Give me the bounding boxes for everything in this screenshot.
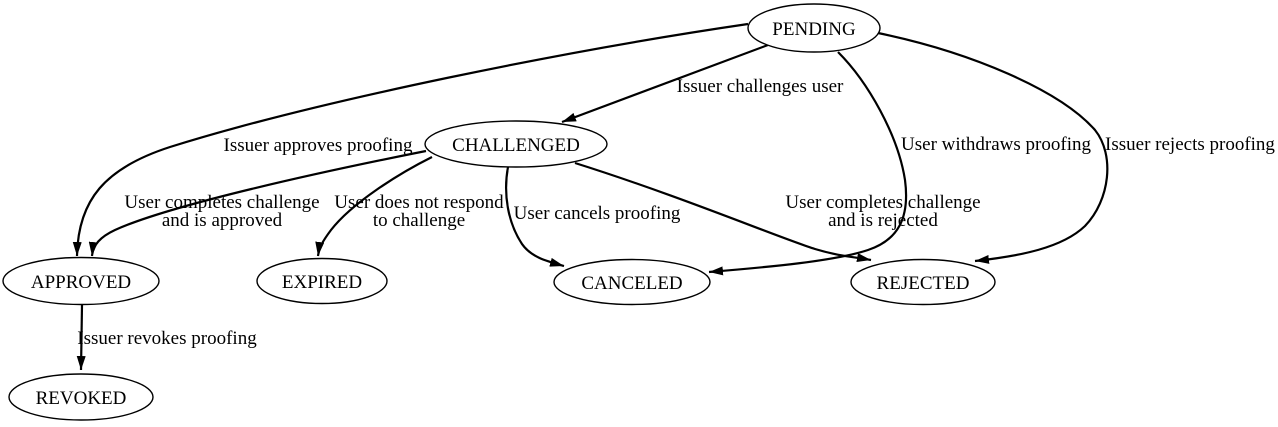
edge-challenged-approved: User completes challenge and is approved [88, 149, 427, 257]
edge-pending-canceled: User withdraws proofing [708, 51, 1091, 276]
node-canceled: CANCELED [553, 258, 711, 306]
node-expired: EXPIRED [256, 257, 388, 305]
edge-label-user-completes-challenge-rejected-line2: and is rejected [828, 210, 938, 231]
node-rejected-ellipse [850, 258, 996, 306]
nodes: PENDING CHALLENGED APPROVED EXPIRED CANC… [2, 3, 996, 421]
edge-label-issuer-challenges-user: Issuer challenges user [677, 76, 844, 97]
node-approved-label: APPROVED [31, 272, 131, 293]
edge-label-issuer-revokes-proofing: Issuer revokes proofing [77, 328, 257, 349]
edge-label-issuer-approves-proofing: Issuer approves proofing [224, 135, 413, 156]
edge-approved-revoked: Issuer revokes proofing [76, 304, 257, 371]
edge-challenged-rejected-path [574, 161, 872, 263]
edge-challenged-expired-path [315, 156, 433, 257]
edge-pending-challenged: Issuer challenges user [561, 43, 844, 124]
node-revoked-ellipse [8, 373, 154, 421]
node-approved-ellipse [2, 256, 160, 306]
node-pending-ellipse [747, 3, 881, 53]
node-challenged: CHALLENGED [424, 120, 608, 168]
node-pending: PENDING [747, 3, 881, 53]
edge-label-user-withdraws-proofing: User withdraws proofing [901, 134, 1091, 155]
edge-label-user-completes-challenge-approved-line1: User completes challenge [124, 192, 319, 213]
edge-pending-challenged-path [561, 43, 769, 124]
edge-label-issuer-rejects-proofing: Issuer rejects proofing [1105, 134, 1275, 155]
edge-pending-approved: Issuer approves proofing [72, 22, 749, 257]
edge-pending-rejected-path [877, 31, 1109, 264]
edge-challenged-expired: User does not respond to challenge [315, 156, 504, 257]
edge-pending-canceled-path [708, 51, 908, 276]
node-pending-label: PENDING [772, 19, 856, 40]
node-approved: APPROVED [2, 256, 160, 306]
edge-approved-revoked-path [76, 304, 86, 371]
node-revoked-label: REVOKED [36, 388, 127, 409]
edge-challenged-approved-path [88, 149, 427, 257]
node-canceled-ellipse [553, 258, 711, 306]
edge-challenged-canceled-path [505, 166, 565, 268]
node-revoked: REVOKED [8, 373, 154, 421]
edge-label-user-completes-challenge-approved-line2: and is approved [162, 210, 283, 231]
node-rejected: REJECTED [850, 258, 996, 306]
edge-pending-rejected: Issuer rejects proofing [877, 31, 1275, 264]
node-expired-label: EXPIRED [282, 272, 362, 293]
edge-label-user-cancels-proofing: User cancels proofing [514, 203, 681, 224]
node-challenged-ellipse [424, 120, 608, 168]
edge-label-user-does-not-respond-line2: to challenge [373, 210, 465, 231]
edges: Issuer challenges user Issuer approves p… [72, 22, 1275, 371]
node-canceled-label: CANCELED [581, 273, 682, 294]
edge-label-user-completes-challenge-rejected-line1: User completes challenge [785, 192, 980, 213]
node-challenged-label: CHALLENGED [452, 135, 580, 156]
edge-pending-approved-path [72, 22, 749, 257]
edge-challenged-canceled: User cancels proofing [505, 166, 681, 268]
node-expired-ellipse [256, 257, 388, 305]
node-rejected-label: REJECTED [877, 273, 970, 294]
edge-label-user-does-not-respond-line1: User does not respond [334, 192, 504, 213]
edge-challenged-rejected: User completes challenge and is rejected [574, 161, 981, 263]
